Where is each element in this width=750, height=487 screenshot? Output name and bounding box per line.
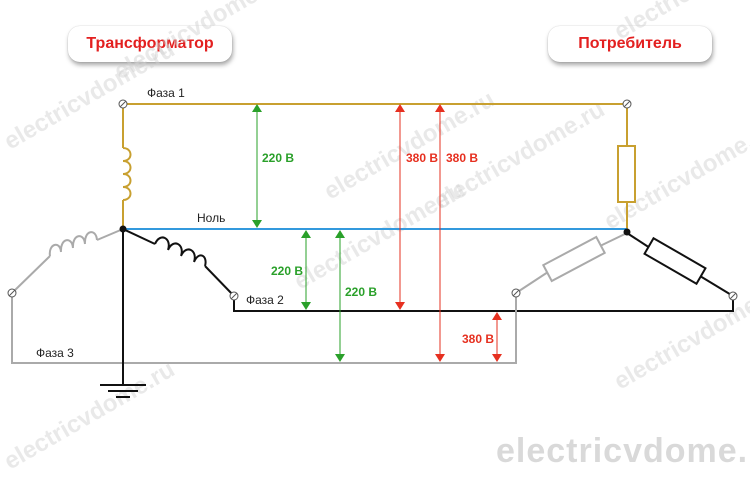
voltage-label-380: 380 В xyxy=(446,151,478,165)
watermark: electricvdome.ru xyxy=(0,356,179,475)
node-dot xyxy=(623,228,631,236)
phase3-wire xyxy=(11,228,628,364)
watermark: electricvdome.ru xyxy=(110,0,290,85)
voltage-label-220: 220 В xyxy=(262,151,294,165)
voltage-label-220: 220 В xyxy=(271,264,303,278)
voltage-label-380: 380 В xyxy=(406,151,438,165)
phase3-label: Фаза 3 xyxy=(36,346,74,360)
load-resistor-phase3 xyxy=(541,235,607,283)
watermark: electricvdome.ru xyxy=(610,0,750,45)
transformer-label: Трансформатор xyxy=(68,26,232,62)
footer-watermark: electricvdome.ru xyxy=(496,432,750,470)
voltage-label-380: 380 В xyxy=(462,332,494,346)
consumer-label: Потребитель xyxy=(548,26,712,62)
load-resistor-phase1 xyxy=(617,145,636,203)
node-dot xyxy=(119,225,127,233)
phase1-label: Фаза 1 xyxy=(147,86,185,100)
phase2-label: Фаза 2 xyxy=(246,293,284,307)
neutral-label: Ноль xyxy=(197,211,225,225)
voltage-label-220: 220 В xyxy=(345,285,377,299)
watermarks: electricvdome.ru electricvdome.ru electr… xyxy=(0,0,750,475)
ground-symbol xyxy=(100,229,146,398)
phase2-wire xyxy=(122,228,734,312)
load-resistor-phase2 xyxy=(643,236,707,286)
